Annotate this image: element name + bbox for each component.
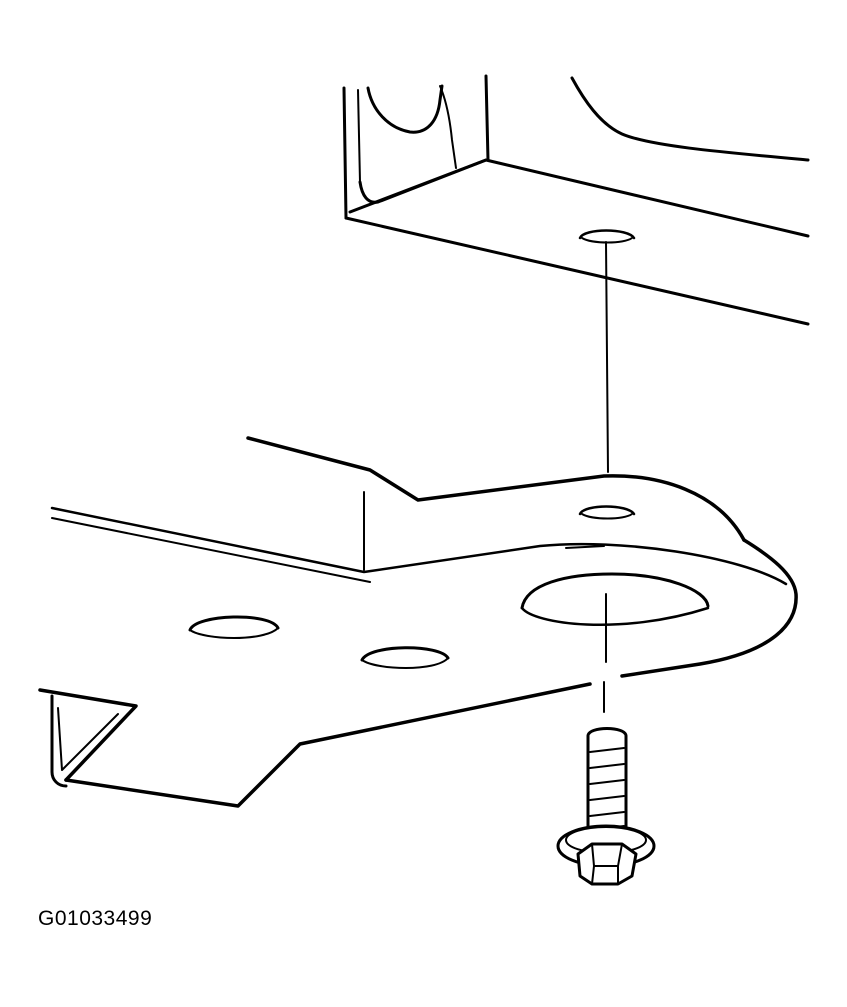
mounting-bracket bbox=[38, 436, 798, 808]
figure-id-label: G01033499 bbox=[38, 907, 153, 930]
upper-housing bbox=[342, 74, 810, 326]
flange-bolt bbox=[556, 727, 656, 886]
alignment-line-upper bbox=[605, 241, 609, 473]
